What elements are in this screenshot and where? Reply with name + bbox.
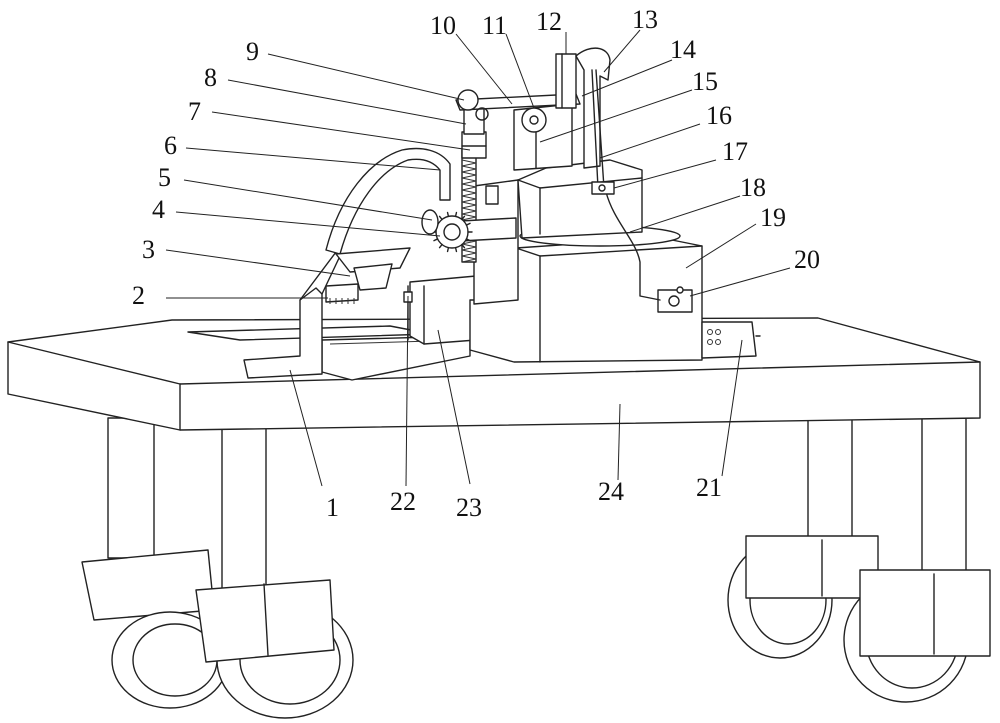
label-20: 20 [794, 245, 820, 274]
label-24: 24 [598, 477, 624, 506]
left-rear-caster [81, 549, 229, 709]
switch-box [657, 286, 693, 313]
leader-lines [165, 29, 791, 487]
label-18: 18 [740, 173, 766, 202]
rack-tooth [461, 189, 477, 197]
gear-tooth [433, 238, 439, 242]
rack-tooth [461, 165, 477, 173]
lamp-arm [325, 147, 451, 255]
rack-tooth [461, 159, 477, 167]
label-3: 3 [142, 235, 155, 264]
left-rear-leg [107, 417, 155, 559]
shaft-knob [421, 209, 439, 235]
right-front-caster [843, 569, 991, 703]
rack-tooth [461, 243, 477, 251]
small-motor [555, 53, 577, 109]
hanging-bracket [575, 47, 611, 169]
cable-clamp [591, 181, 615, 195]
rack-tooth [461, 249, 477, 257]
rack-tooth [461, 255, 477, 263]
gear-tooth [454, 246, 458, 253]
rack-tooth [461, 201, 477, 209]
label-23: 23 [456, 493, 482, 522]
label-19: 19 [760, 203, 786, 232]
top-crossbar [455, 89, 581, 121]
gear-tooth [461, 215, 466, 221]
lamp-teeth [329, 298, 355, 304]
rack-tooth [461, 171, 477, 179]
label-4: 4 [152, 195, 165, 224]
gear-tooth [438, 243, 443, 249]
control-panel [701, 321, 761, 359]
pulley-wheel [521, 107, 547, 133]
rack-tooth [461, 213, 477, 221]
right-front-leg [921, 417, 967, 577]
label-9: 9 [246, 37, 259, 66]
label-2: 2 [132, 281, 145, 310]
pinion-gear [431, 211, 473, 253]
part-labels: 1 2 3 4 5 6 7 8 9 10 11 12 13 14 15 16 1… [132, 5, 820, 522]
rack-tooth [461, 177, 477, 185]
label-21: 21 [696, 473, 722, 502]
label-8: 8 [204, 63, 217, 92]
label-15: 15 [692, 67, 718, 96]
label-22: 22 [390, 487, 416, 516]
label-5: 5 [158, 163, 171, 192]
gear-tooth [438, 215, 443, 221]
left-front-caster [195, 579, 354, 719]
upper-housing [517, 159, 643, 239]
rack-tooth [461, 183, 477, 191]
vertical-column [473, 179, 519, 305]
left-front-leg [221, 417, 267, 591]
gear-tooth [465, 238, 471, 242]
label-7: 7 [188, 97, 201, 126]
gear-tooth [446, 246, 450, 253]
vertical-rack [461, 149, 477, 263]
slider-block [461, 131, 487, 159]
label-16: 16 [706, 101, 732, 130]
gear-tooth [454, 211, 458, 218]
rack-tooth [461, 195, 477, 203]
label-10: 10 [430, 11, 456, 40]
label-14: 14 [670, 35, 696, 64]
right-rear-leg [807, 417, 853, 544]
lamp-head [325, 247, 411, 304]
label-1: 1 [326, 493, 339, 522]
label-13: 13 [632, 5, 658, 34]
gear-tooth [446, 211, 450, 218]
right-rear-caster [727, 535, 879, 659]
rack-tooth [461, 207, 477, 215]
gear-tooth [465, 222, 471, 226]
label-11: 11 [482, 11, 507, 40]
label-6: 6 [164, 131, 177, 160]
label-17: 17 [722, 137, 748, 166]
label-12: 12 [536, 7, 562, 36]
gear-tooth [461, 243, 466, 249]
collection-box [409, 275, 477, 345]
